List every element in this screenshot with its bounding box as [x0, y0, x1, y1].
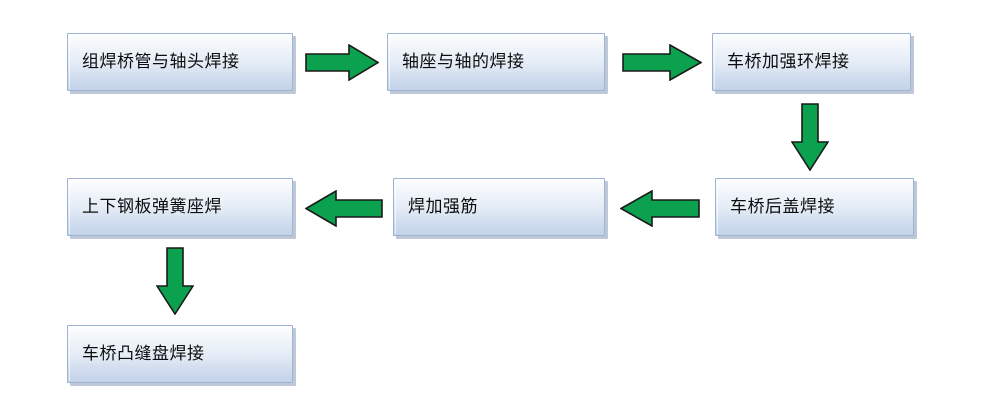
process-node-label: 组焊桥管与轴头焊接: [82, 51, 240, 72]
arrow-left-icon: [620, 190, 700, 227]
process-node-label: 车桥后盖焊接: [730, 196, 835, 217]
process-node-6[interactable]: 上下钢板弹簧座焊: [67, 178, 293, 236]
arrow-left-icon: [305, 190, 383, 227]
process-node-5[interactable]: 焊加强筋: [393, 178, 605, 236]
process-node-label: 车桥凸缝盘焊接: [82, 343, 205, 364]
arrow-down-icon: [156, 247, 194, 315]
process-node-2[interactable]: 轴座与轴的焊接: [387, 33, 605, 91]
arrow-down-icon: [791, 103, 829, 171]
process-node-3[interactable]: 车桥加强环焊接: [712, 33, 911, 91]
process-node-label: 轴座与轴的焊接: [402, 51, 525, 72]
process-node-7[interactable]: 车桥凸缝盘焊接: [67, 325, 293, 383]
process-node-label: 上下钢板弹簧座焊: [82, 196, 222, 217]
process-node-label: 车桥加强环焊接: [727, 51, 850, 72]
arrow-right-icon: [622, 44, 702, 81]
arrow-right-icon: [305, 44, 379, 81]
process-node-label: 焊加强筋: [408, 196, 478, 217]
process-node-1[interactable]: 组焊桥管与轴头焊接: [67, 33, 293, 91]
process-node-4[interactable]: 车桥后盖焊接: [715, 178, 914, 236]
